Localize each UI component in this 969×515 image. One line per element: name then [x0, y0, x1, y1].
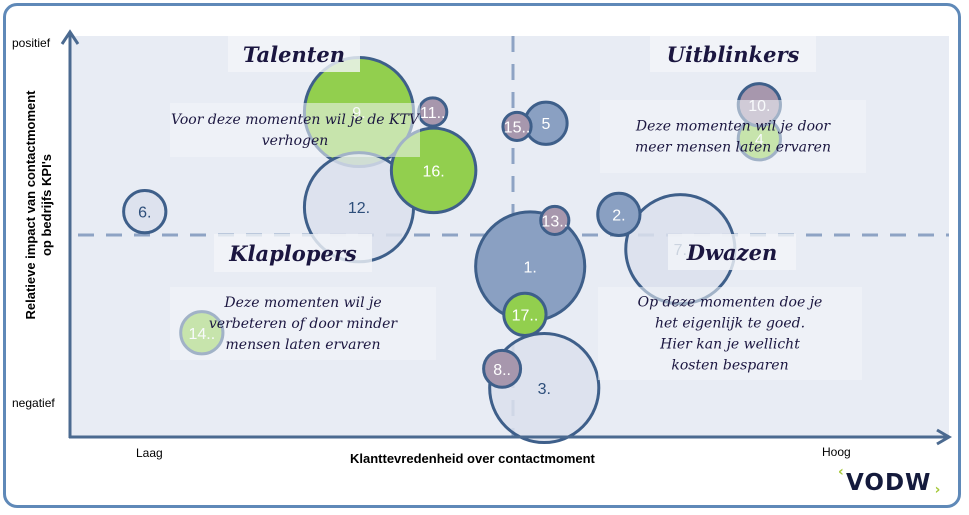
quadrant-title-box [228, 36, 360, 72]
quadrant-description-box [600, 100, 866, 173]
bubble-label: 6. [138, 205, 151, 222]
bubble-label: 1. [524, 259, 537, 276]
bubble-6: 6. [122, 188, 168, 235]
quadrant-description-line: het eigenlijk te goed. [655, 316, 805, 332]
bubble-label: 12. [348, 200, 370, 217]
quadrant-dwazen: Dwazen Op deze momenten doe je het eigenli… [598, 234, 862, 380]
bubble-11: 11.. [417, 96, 449, 128]
bubble-label: 15.. [504, 119, 531, 136]
quadrant-title: Dwazen [686, 240, 777, 265]
bubble-circle [596, 191, 642, 238]
logo-chevron-right-icon: › [934, 482, 942, 498]
quadrant-description-box [598, 287, 862, 380]
quadrant-description-line: Deze momenten wil je door [635, 119, 832, 135]
quadrant-title: Klaplopers [228, 241, 357, 266]
bubble-13: 13.. [539, 204, 571, 236]
x-axis-title: Klanttevredenheid over contactmoment [350, 451, 595, 466]
quadrant-description-box [170, 103, 420, 157]
bubble-label: 2. [612, 207, 625, 224]
x-axis-arrowhead [936, 428, 952, 446]
bubble-label: 11.. [420, 105, 446, 122]
bubble-label: 3. [538, 381, 551, 398]
quadrant-title-box [650, 36, 816, 72]
bubble-label: 17.. [512, 307, 539, 324]
bubble-label: 13.. [541, 213, 568, 230]
x-tick-low: Laag [136, 446, 163, 460]
bubble-2: 2. [596, 191, 642, 238]
bubble-label: 5 [542, 116, 551, 133]
quadrant-description-line: mensen laten ervaren [226, 337, 381, 353]
bubble-circle [539, 204, 571, 236]
bubble-circle [502, 291, 548, 338]
vodw-logo: ‹ VODW › [838, 464, 940, 498]
quadrant-title-box [214, 234, 372, 272]
quadrant-description-line: meer mensen laten ervaren [635, 140, 831, 156]
bubble-15: 15.. [501, 110, 533, 142]
y-axis-arrowhead [60, 29, 80, 45]
bubble-circle [482, 348, 523, 389]
quadrant-description-line: Deze momenten wil je [223, 295, 381, 311]
quadrant-description-line: Hier kan je wellicht [659, 337, 800, 353]
quadrant-description-line: Op deze momenten doe je [638, 295, 823, 311]
y-tick-low: negatief [12, 396, 55, 410]
y-axis-title: Relatieve impact van contactmoment op be… [23, 90, 54, 320]
y-tick-high: positief [12, 36, 51, 50]
bubble-label: 16. [422, 163, 444, 180]
quadrant-description-line: Voor deze momenten wil je de KTV [171, 112, 421, 128]
quadrant-description-line: kosten besparen [671, 358, 788, 374]
bubble-circle [501, 110, 533, 142]
bubble-17: 17.. [502, 291, 548, 338]
x-tick-high: Hoog [822, 445, 851, 459]
quadrant-title: Talenten [243, 42, 345, 67]
quadrant-title: Uitblinkers [667, 42, 800, 67]
bubble-label: 8.. [493, 362, 511, 379]
bubble-8: 8.. [482, 348, 523, 389]
bubble-circle [122, 188, 168, 235]
quadrant-description-line: verhogen [262, 133, 329, 149]
quadrant-description-box [170, 287, 436, 360]
logo-text: VODW [846, 470, 932, 496]
logo-chevron-left-icon: ‹ [838, 464, 845, 480]
quadrant-title-box [668, 234, 796, 270]
quadrant-description-line: verbeteren of door minder [209, 316, 399, 332]
